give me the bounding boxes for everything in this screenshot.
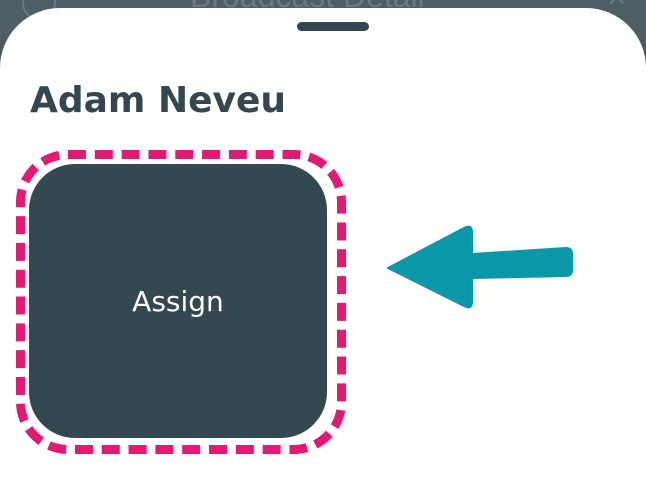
sheet-grabber-handle[interactable]	[297, 22, 369, 31]
assign-button[interactable]: Assign	[29, 164, 327, 438]
assign-tile-container: Assign	[16, 150, 346, 454]
arrow-left-icon	[387, 225, 573, 309]
close-icon[interactable]: ×	[606, 0, 628, 10]
highlight-dashed-outline	[16, 150, 346, 454]
assign-button-label: Assign	[132, 284, 224, 318]
sheet-title: Adam Neveu	[30, 80, 287, 121]
